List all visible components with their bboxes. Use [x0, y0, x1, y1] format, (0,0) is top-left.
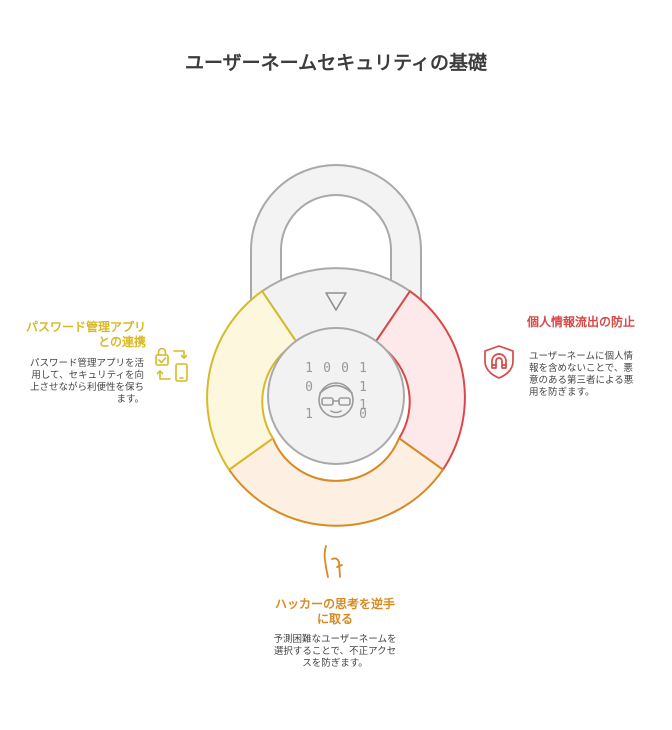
- segment-personal-info: [373, 289, 466, 472]
- hacker-mindset-heading: ハッカーの思考を逆手に取る: [274, 597, 395, 626]
- binary-digit: 0: [323, 361, 331, 376]
- triangle-down-icon: [325, 292, 347, 311]
- padlock-shackle: [250, 164, 422, 301]
- page-title: ユーザーネームセキュリティの基礎: [185, 52, 487, 74]
- padlock-inner-circle: [267, 327, 405, 465]
- hacker-face-icon: [318, 382, 354, 418]
- personal-info-description: ユーザーネームに個人情報を含めないことで、悪意のある第三者による悪用を防ぎます。: [529, 351, 634, 398]
- binary-digit: 1: [305, 361, 313, 376]
- password-manager-description: パスワード管理アプリを活用して、セキュリティを向上させながら利便性を保ちます。: [29, 358, 144, 405]
- footprint-icon: [323, 545, 343, 578]
- binary-digit: 0: [341, 361, 349, 376]
- binary-digit: 1: [359, 380, 367, 395]
- binary-digit: 0: [359, 407, 367, 422]
- hacker-mindset-description: 予測困難なユーザーネームを選択することで、不正アクセスを防ぎます。: [273, 634, 397, 669]
- personal-info-heading: 個人情報流出の防止: [527, 315, 636, 329]
- binary-digit: 1: [305, 407, 313, 422]
- password-manager-heading: パスワード管理アプリとの連携: [25, 320, 146, 349]
- binary-digit: 0: [305, 380, 313, 395]
- phone-lock-sync-icon: [155, 347, 188, 382]
- binary-digit: 1: [359, 361, 367, 376]
- shield-magnet-icon: [484, 345, 514, 379]
- segment-password-manager: [206, 289, 299, 472]
- binary-digit: 1: [359, 398, 367, 413]
